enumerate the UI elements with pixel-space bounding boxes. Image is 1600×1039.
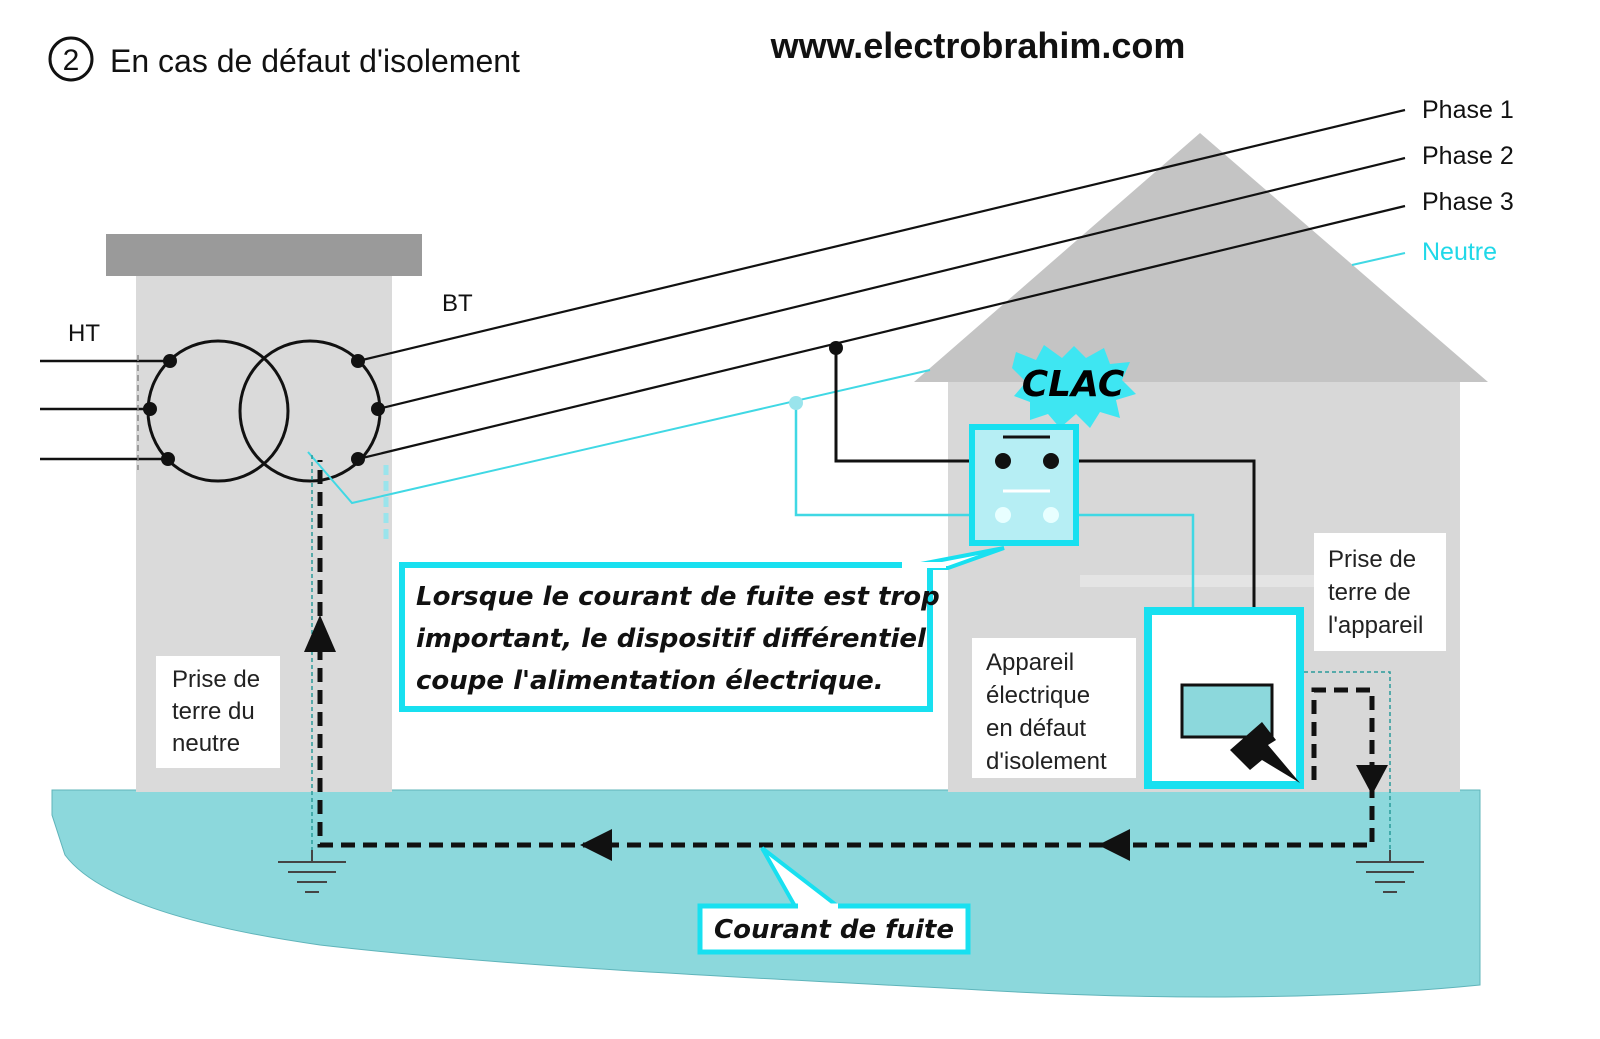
device-terminals xyxy=(995,453,1059,523)
leak-callout-text: Courant de fuite xyxy=(714,915,954,945)
neutral-earth-line1: Prise de xyxy=(172,666,260,693)
leak-arrows xyxy=(304,615,1388,861)
transformer-roof xyxy=(106,234,422,276)
ground xyxy=(51,789,1481,998)
appliance-earth-line3: l'appareil xyxy=(1328,612,1423,639)
appliance-earth-line2: terre de xyxy=(1328,579,1411,606)
ht-lines xyxy=(40,359,170,461)
neutral-earth-symbol xyxy=(278,850,346,893)
phase-tap-dot xyxy=(829,341,843,355)
rcd-callout-line3: coupe l'alimentation électrique. xyxy=(416,666,884,696)
neutral-line xyxy=(307,252,1406,545)
appliance-line4: d'isolement xyxy=(986,748,1107,775)
appliance-line3: en défaut xyxy=(986,715,1086,742)
phase-lines xyxy=(357,108,1406,461)
bt-label: BT xyxy=(442,290,473,317)
appliance-earth-symbol xyxy=(1356,850,1424,893)
lightning-icon xyxy=(1230,722,1300,783)
house-roof xyxy=(914,133,1488,382)
differential-device xyxy=(969,424,1079,546)
appliance-earth-label-box xyxy=(1314,533,1446,651)
rcd-callout-line1: Lorsque le courant de fuite est trop xyxy=(416,582,940,612)
appliance-line2: électrique xyxy=(986,682,1090,709)
step-number-badge xyxy=(48,36,94,82)
rcd-callout-box xyxy=(399,562,933,712)
page-title: En cas de défaut d'isolement xyxy=(110,43,520,79)
ht-label: HT xyxy=(68,320,100,347)
leak-path-guides xyxy=(311,455,1391,850)
neutral-tap-dot xyxy=(789,396,803,410)
neutre-label: Neutre xyxy=(1422,238,1497,266)
neutral-earth-line2: terre du xyxy=(172,698,255,725)
phase2-label: Phase 2 xyxy=(1422,142,1514,170)
phase3-label: Phase 3 xyxy=(1422,188,1514,216)
step-number: 2 xyxy=(63,44,80,77)
house-inner-panel xyxy=(1080,575,1380,587)
clac-label: CLAC xyxy=(1022,364,1125,405)
appliance-earth-line1: Prise de xyxy=(1328,546,1416,573)
appliance-label-box xyxy=(972,638,1136,778)
rcd-callout-line2: important, le dispositif différentiel xyxy=(416,624,927,654)
neutral-earth-label-box xyxy=(156,656,280,768)
neutral-earth-line3: neutre xyxy=(172,730,240,757)
website-url: www.electrobrahim.com xyxy=(770,25,1186,66)
phase1-label: Phase 1 xyxy=(1422,96,1514,124)
clac-burst xyxy=(1012,345,1136,428)
appliance-line1: Appareil xyxy=(986,649,1074,676)
